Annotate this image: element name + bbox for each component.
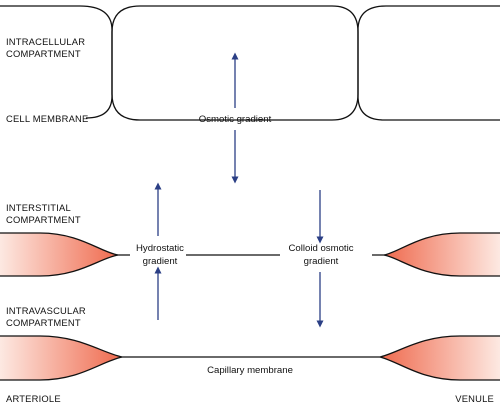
intravascular-label-2: COMPARTMENT (6, 317, 81, 328)
arteriole-upper-fill (0, 233, 118, 276)
arteriole-upper-outline-low (0, 254, 119, 277)
venule-lower-fill (380, 336, 500, 380)
colloid-label-1: Colloid osmotic (288, 243, 353, 254)
intravascular-label-1: INTRAVASCULAR (6, 305, 86, 316)
interstitial-label-1: INTERSTITIAL (6, 202, 71, 213)
capillary-membrane-label: Capillary membrane (207, 365, 293, 376)
cell-membrane-label: CELL MEMBRANE (6, 113, 88, 124)
cell-center (111, 5, 359, 121)
hydrostatic-label-2: gradient (143, 256, 178, 267)
intracellular-label-1: INTRACELLULAR (6, 36, 85, 47)
arteriole-label: ARTERIOLE (6, 393, 61, 404)
vessel-upper (0, 232, 500, 277)
cell-row (0, 5, 500, 121)
cell-left (0, 5, 113, 119)
venule-upper-outline-low (383, 254, 500, 277)
capillary-wall-outline (0, 335, 500, 358)
arteriole-upper-outline (0, 232, 130, 256)
venule-upper-fill (384, 233, 500, 276)
intracellular-label-2: COMPARTMENT (6, 48, 81, 59)
venule-lower-outline-low (379, 356, 500, 381)
osmotic-gradient-label: Osmotic gradient (199, 114, 272, 125)
venule-upper-outline (372, 232, 500, 256)
arteriole-lower-outline-low (0, 356, 123, 381)
vessel-lower (0, 335, 500, 381)
interstitial-label-2: COMPARTMENT (6, 214, 81, 225)
gradient-arrows (154, 52, 324, 328)
hydrostatic-label-1: Hydrostatic (136, 243, 184, 254)
arteriole-lower-fill (0, 336, 122, 380)
colloid-label-2: gradient (304, 256, 339, 267)
cell-right (357, 5, 500, 121)
venule-label: VENULE (455, 393, 494, 404)
